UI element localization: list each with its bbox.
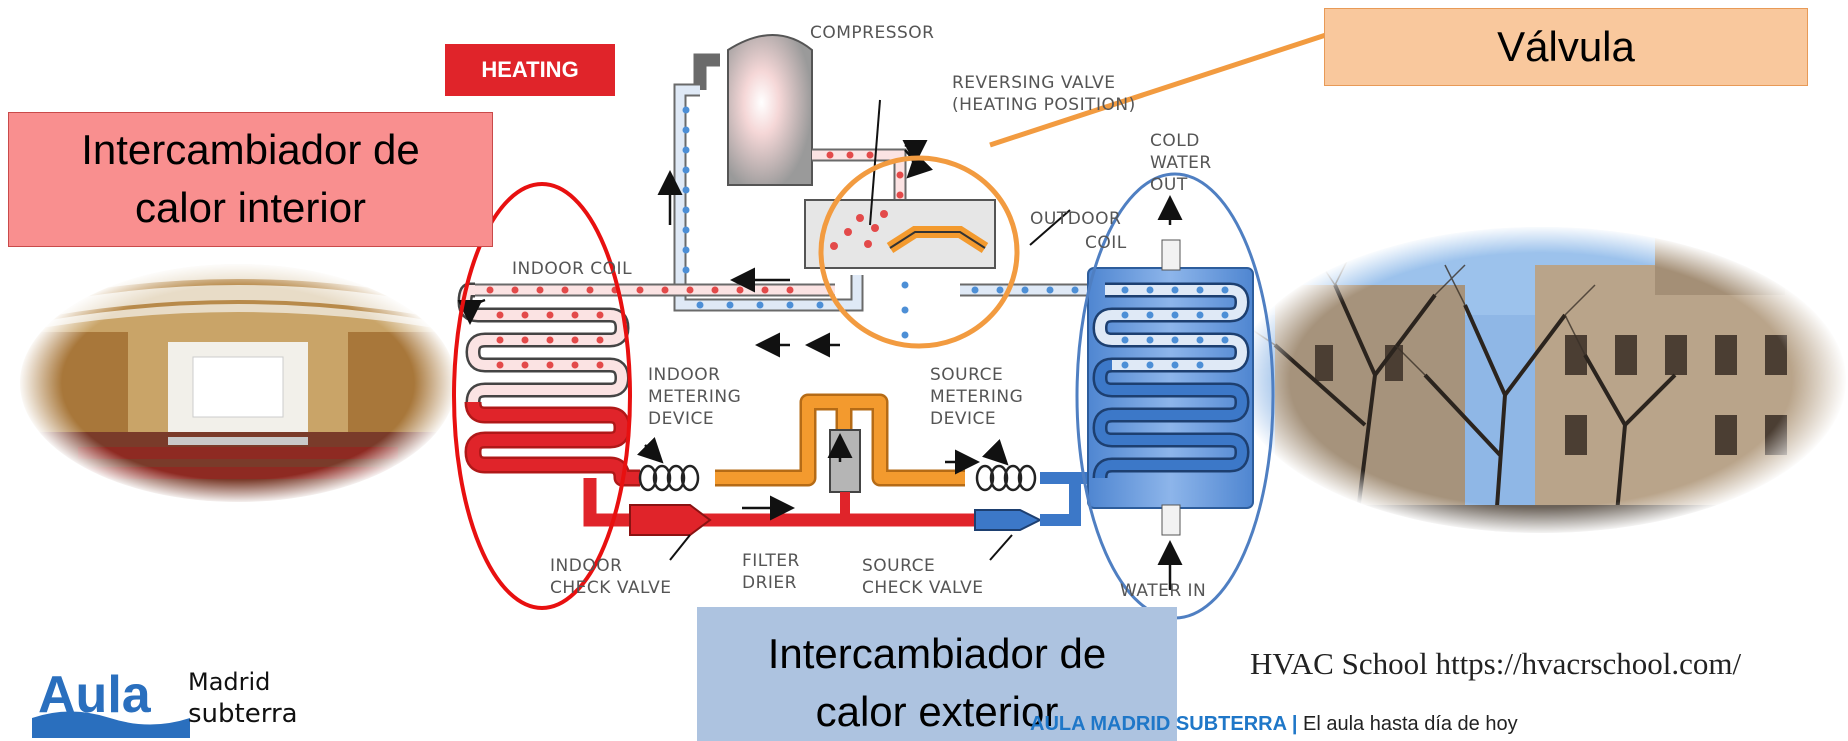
- building-photo: [1235, 225, 1847, 535]
- valve-highlight: [818, 155, 1020, 349]
- valve-callout: Válvula: [1324, 8, 1808, 86]
- indoor-exchanger-line1: Intercambiador de: [81, 126, 420, 173]
- indoor-exchanger-callout: Intercambiador de calor interior: [8, 112, 493, 247]
- outdoor-exchanger-callout: Intercambiador de calor exterior: [697, 607, 1177, 741]
- source-citation: HVAC School https://hvacrschool.com/: [1250, 646, 1742, 681]
- footer-tagline: El aula hasta día de hoy: [1303, 713, 1518, 735]
- cold-water-label-2: WATER: [1150, 153, 1212, 173]
- source-check-valve-label-1: SOURCE: [862, 556, 936, 576]
- indoor-metering-label-3: DEVICE: [648, 409, 715, 429]
- outdoor-exchanger-line1: Intercambiador de: [767, 630, 1107, 677]
- water-in-label: WATER IN: [1120, 581, 1207, 601]
- auditorium-photo: [18, 262, 458, 504]
- valve-callout-text: Válvula: [1497, 23, 1635, 70]
- indoor-check-valve-label-1: INDOOR: [550, 556, 623, 576]
- compressor: [727, 34, 813, 186]
- indoor-metering-label-2: METERING: [648, 387, 742, 407]
- cold-water-label-1: COLD: [1150, 131, 1200, 151]
- heating-badge: HEATING: [445, 44, 615, 96]
- footer-brand: AULA MADRID SUBTERRA: [1030, 713, 1287, 735]
- outdoor-coil-label-2: COIL: [1085, 233, 1127, 253]
- outdoor-coil-label-1: OUTDOOR: [1030, 209, 1122, 229]
- indoor-coil-label: INDOOR COIL: [512, 259, 633, 279]
- indoor-check-valve-label-2: CHECK VALVE: [550, 578, 672, 598]
- indoor-metering-label-1: INDOOR: [648, 365, 721, 385]
- indoor-coil-highlight: [452, 182, 632, 610]
- footer: AULA MADRID SUBTERRA | El aula hasta día…: [1030, 713, 1518, 736]
- reversing-valve-label-1: REVERSING VALVE: [952, 73, 1116, 93]
- source-metering-label-3: DEVICE: [930, 409, 997, 429]
- source-metering-label-2: METERING: [930, 387, 1024, 407]
- compressor-label: COMPRESSOR: [810, 23, 935, 43]
- aula-madrid-subterra-logo: Aula Madrid subterra: [32, 666, 298, 738]
- footer-separator: |: [1286, 713, 1303, 735]
- logo-word: Aula: [38, 666, 152, 724]
- filter-drier-label-1: FILTER: [742, 551, 800, 571]
- logo-line1: Madrid: [188, 668, 270, 696]
- filter-drier-label-2: DRIER: [742, 573, 797, 593]
- source-check-valve-label-2: CHECK VALVE: [862, 578, 984, 598]
- cold-water-label-3: OUT: [1150, 175, 1188, 195]
- indoor-exchanger-line2: calor interior: [134, 184, 367, 231]
- reversing-valve-label-2: (HEATING POSITION): [952, 95, 1136, 115]
- source-metering-label-1: SOURCE: [930, 365, 1004, 385]
- outdoor-exchanger-line2: calor exterior: [815, 688, 1059, 735]
- logo-line2: subterra: [188, 699, 298, 729]
